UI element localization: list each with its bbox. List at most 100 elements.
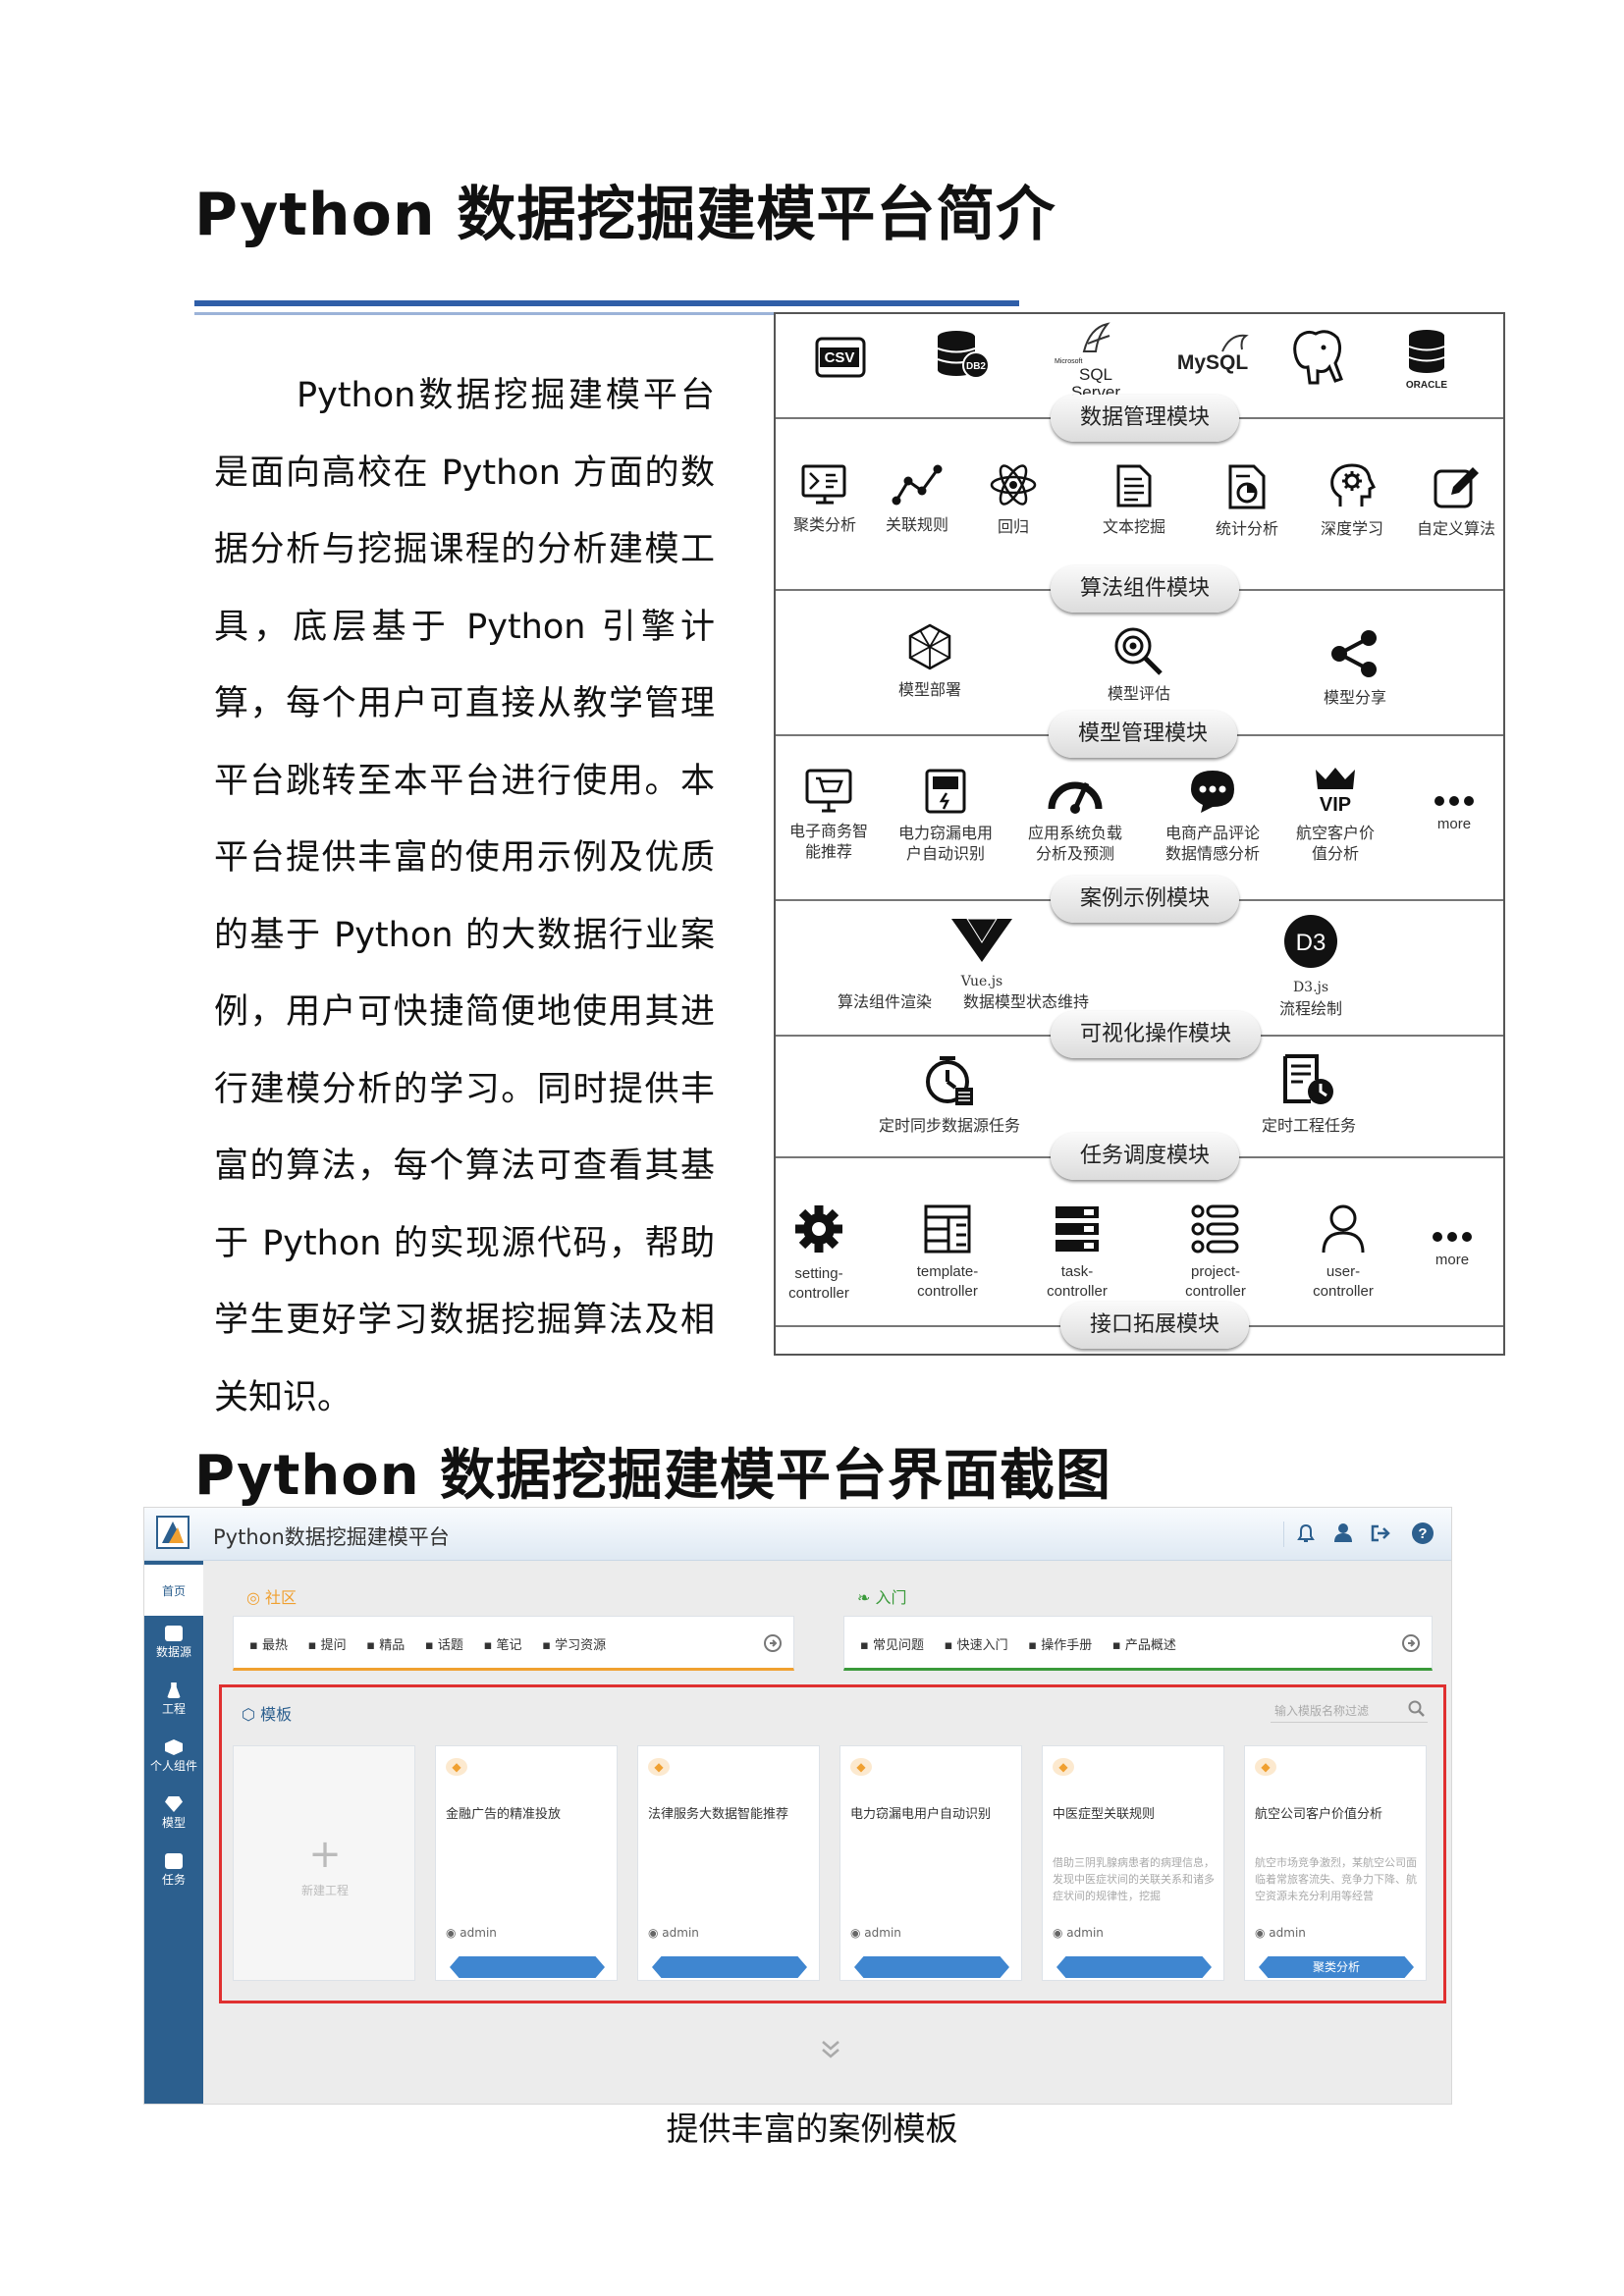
- document-icon: [1116, 464, 1152, 507]
- database-icon: [165, 1626, 183, 1641]
- case-power: 电力窃漏电用 户自动识别: [892, 768, 1000, 864]
- sidebar-item-home[interactable]: 首页: [144, 1565, 203, 1616]
- template-card-button[interactable]: 聚类分析: [1259, 1956, 1414, 1978]
- sidebar-item-components-label: 个人组件: [149, 1759, 197, 1773]
- template-card-user: ◉ admin: [446, 1926, 497, 1940]
- template-card-button[interactable]: [854, 1956, 1009, 1978]
- chevron-double-down-icon[interactable]: [819, 2038, 842, 2061]
- intro-panel: ▪ 常见问题 ▪ 快速入门 ▪ 操作手册 ▪ 产品概述: [843, 1616, 1433, 1671]
- db2-icon: DB2: [933, 328, 992, 386]
- interface-project-l1: project-: [1190, 1263, 1241, 1280]
- power-meter-icon: [925, 769, 966, 814]
- template-card[interactable]: ◆ 中医症型关联规则 借助三阴乳腺病患者的病理信息，发现中医症状间的关联关系和诸…: [1042, 1745, 1224, 1981]
- arrow-right-icon[interactable]: [764, 1634, 782, 1652]
- template-card-button[interactable]: [450, 1956, 605, 1978]
- intro-link-faq[interactable]: ▪ 常见问题: [860, 1638, 924, 1653]
- case-ecommerce-line1: 电子商务智: [788, 822, 868, 840]
- template-card[interactable]: ◆ 电力窃漏电用户自动识别 ◉ admin: [839, 1745, 1022, 1981]
- logout-icon[interactable]: [1370, 1522, 1391, 1544]
- sidebar-item-components[interactable]: 个人组件: [144, 1739, 203, 1774]
- schedule-icon: [1283, 1054, 1333, 1104]
- sidebar-item-model[interactable]: 模型: [144, 1796, 203, 1831]
- oracle-logo: ORACLE: [1392, 328, 1461, 392]
- community-link-topic[interactable]: ▪ 话题: [424, 1638, 463, 1653]
- community-link-best[interactable]: ▪ 精品: [366, 1638, 406, 1653]
- case-sentiment: 电商产品评论 数据情感分析: [1154, 768, 1272, 864]
- case-ecommerce: 电子商务智 能推荐: [782, 768, 876, 862]
- heading-rule-bottom: [194, 312, 1019, 315]
- leaf-icon: ❧: [857, 1588, 876, 1607]
- diamond-icon: ◆: [850, 1758, 872, 1776]
- case-airline-line1: 航空客户价: [1295, 824, 1375, 842]
- edit-icon: [1434, 467, 1479, 508]
- intro-link-quickstart[interactable]: ▪ 快速入门: [944, 1638, 1008, 1653]
- task-sync-label: 定时同步数据源任务: [878, 1116, 1020, 1135]
- algo-deep-learning-label: 深度学习: [1320, 519, 1383, 538]
- algo-association-label: 关联规则: [885, 515, 948, 534]
- template-card-title: 中医症型关联规则: [1053, 1807, 1156, 1822]
- template-card[interactable]: ◆ 法律服务大数据智能推荐 ◉ admin: [637, 1745, 820, 1981]
- intro-link-overview[interactable]: ▪ 产品概述: [1111, 1638, 1176, 1653]
- timer-icon: [926, 1056, 973, 1105]
- model-deploy-label: 模型部署: [897, 680, 961, 699]
- template-search-input[interactable]: 输入模版名称过滤: [1274, 1704, 1370, 1718]
- community-link-notes[interactable]: ▪ 笔记: [483, 1638, 522, 1653]
- template-card-button[interactable]: [1056, 1956, 1212, 1978]
- templates-section: ⬡ 模板 输入模版名称过滤: [219, 1684, 1446, 2003]
- search-icon[interactable]: [1408, 1700, 1426, 1718]
- template-card[interactable]: ◆ 航空公司客户价值分析 航空市场竞争激烈，某航空公司面临着常旅客流失、竞争力下…: [1244, 1745, 1427, 1981]
- help-icon[interactable]: ?: [1411, 1522, 1435, 1545]
- sqlserver-sub: Microsoft: [1055, 358, 1083, 365]
- module-algorithms: 算法组件模块: [1051, 565, 1240, 613]
- template-card-desc: 航空市场竞争激烈，某航空公司面临着常旅客流失、竞争力下降、航空资源未充分利用等经…: [1255, 1856, 1417, 1902]
- vue-text-render: 算法组件渲染: [837, 992, 932, 1011]
- community-link-resources[interactable]: ▪ 学习资源: [542, 1638, 607, 1653]
- deploy-icon: [908, 623, 951, 670]
- sidebar-item-task[interactable]: 任务: [144, 1853, 203, 1888]
- diamond-icon: ◆: [446, 1758, 467, 1776]
- section-heading-screenshot: Python 数据挖掘建模平台界面截图: [194, 1444, 1112, 1508]
- project-list-icon: [1191, 1204, 1239, 1254]
- interface-template: template- controller: [903, 1203, 992, 1302]
- new-project-card[interactable]: + 新建工程: [233, 1745, 415, 1981]
- template-card-user: ◉ admin: [648, 1926, 699, 1940]
- community-link-hot[interactable]: ▪ 最热: [249, 1638, 288, 1653]
- case-load-line2: 分析及预测: [1035, 844, 1114, 863]
- user-icon[interactable]: [1332, 1522, 1354, 1543]
- sidebar-item-project[interactable]: 工程: [144, 1682, 203, 1717]
- oracle-label: ORACLE: [1405, 380, 1448, 391]
- diamond-icon: [165, 1796, 183, 1812]
- module-data-management: 数据管理模块: [1051, 395, 1240, 442]
- task-project-label: 定时工程任务: [1261, 1116, 1356, 1135]
- chart-document-icon: [1228, 464, 1266, 509]
- case-power-line1: 电力窃漏电用: [897, 824, 993, 842]
- diamond-icon: ◆: [648, 1758, 670, 1776]
- community-link-ask[interactable]: ▪ 提问: [307, 1638, 347, 1653]
- arrow-right-icon[interactable]: [1402, 1634, 1420, 1652]
- template-card-title: 电力窃漏电用户自动识别: [850, 1807, 992, 1822]
- template-card[interactable]: ◆ 金融广告的精准投放 ◉ admin: [435, 1745, 618, 1981]
- template-search[interactable]: 输入模版名称过滤: [1271, 1697, 1428, 1723]
- new-project-label: 新建工程: [300, 1884, 349, 1897]
- template-card-button[interactable]: [652, 1956, 807, 1978]
- template-card-title: 航空公司客户价值分析: [1255, 1807, 1383, 1822]
- sidebar-item-datasource[interactable]: 数据源: [144, 1626, 203, 1660]
- intro-title-text: 入门: [875, 1588, 907, 1607]
- interface-setting-l1: setting-: [794, 1265, 843, 1282]
- user-icon: [1322, 1204, 1365, 1254]
- shopping-monitor-icon: [805, 769, 852, 813]
- case-power-line2: 户自动识别: [905, 844, 985, 863]
- architecture-diagram: CSV DB2 Microsoft SQL Server MySQL ORACL…: [774, 312, 1505, 1356]
- cube-icon: [165, 1739, 183, 1755]
- bell-icon[interactable]: [1295, 1522, 1317, 1544]
- task-sync: 定时同步数据源任务: [866, 1052, 1033, 1136]
- app-logo-icon: [156, 1516, 189, 1549]
- brain-gear-icon: [1330, 463, 1377, 507]
- module-tasks: 任务调度模块: [1051, 1133, 1240, 1180]
- vip-crown-icon: VIP: [1316, 768, 1355, 815]
- algo-regression-label: 回归: [997, 517, 1029, 536]
- interface-task: task- controller: [1033, 1203, 1121, 1302]
- module-interfaces: 接口拓展模块: [1060, 1302, 1250, 1349]
- d3-logo-icon: D3: [1284, 915, 1337, 968]
- intro-link-manual[interactable]: ▪ 操作手册: [1028, 1638, 1093, 1653]
